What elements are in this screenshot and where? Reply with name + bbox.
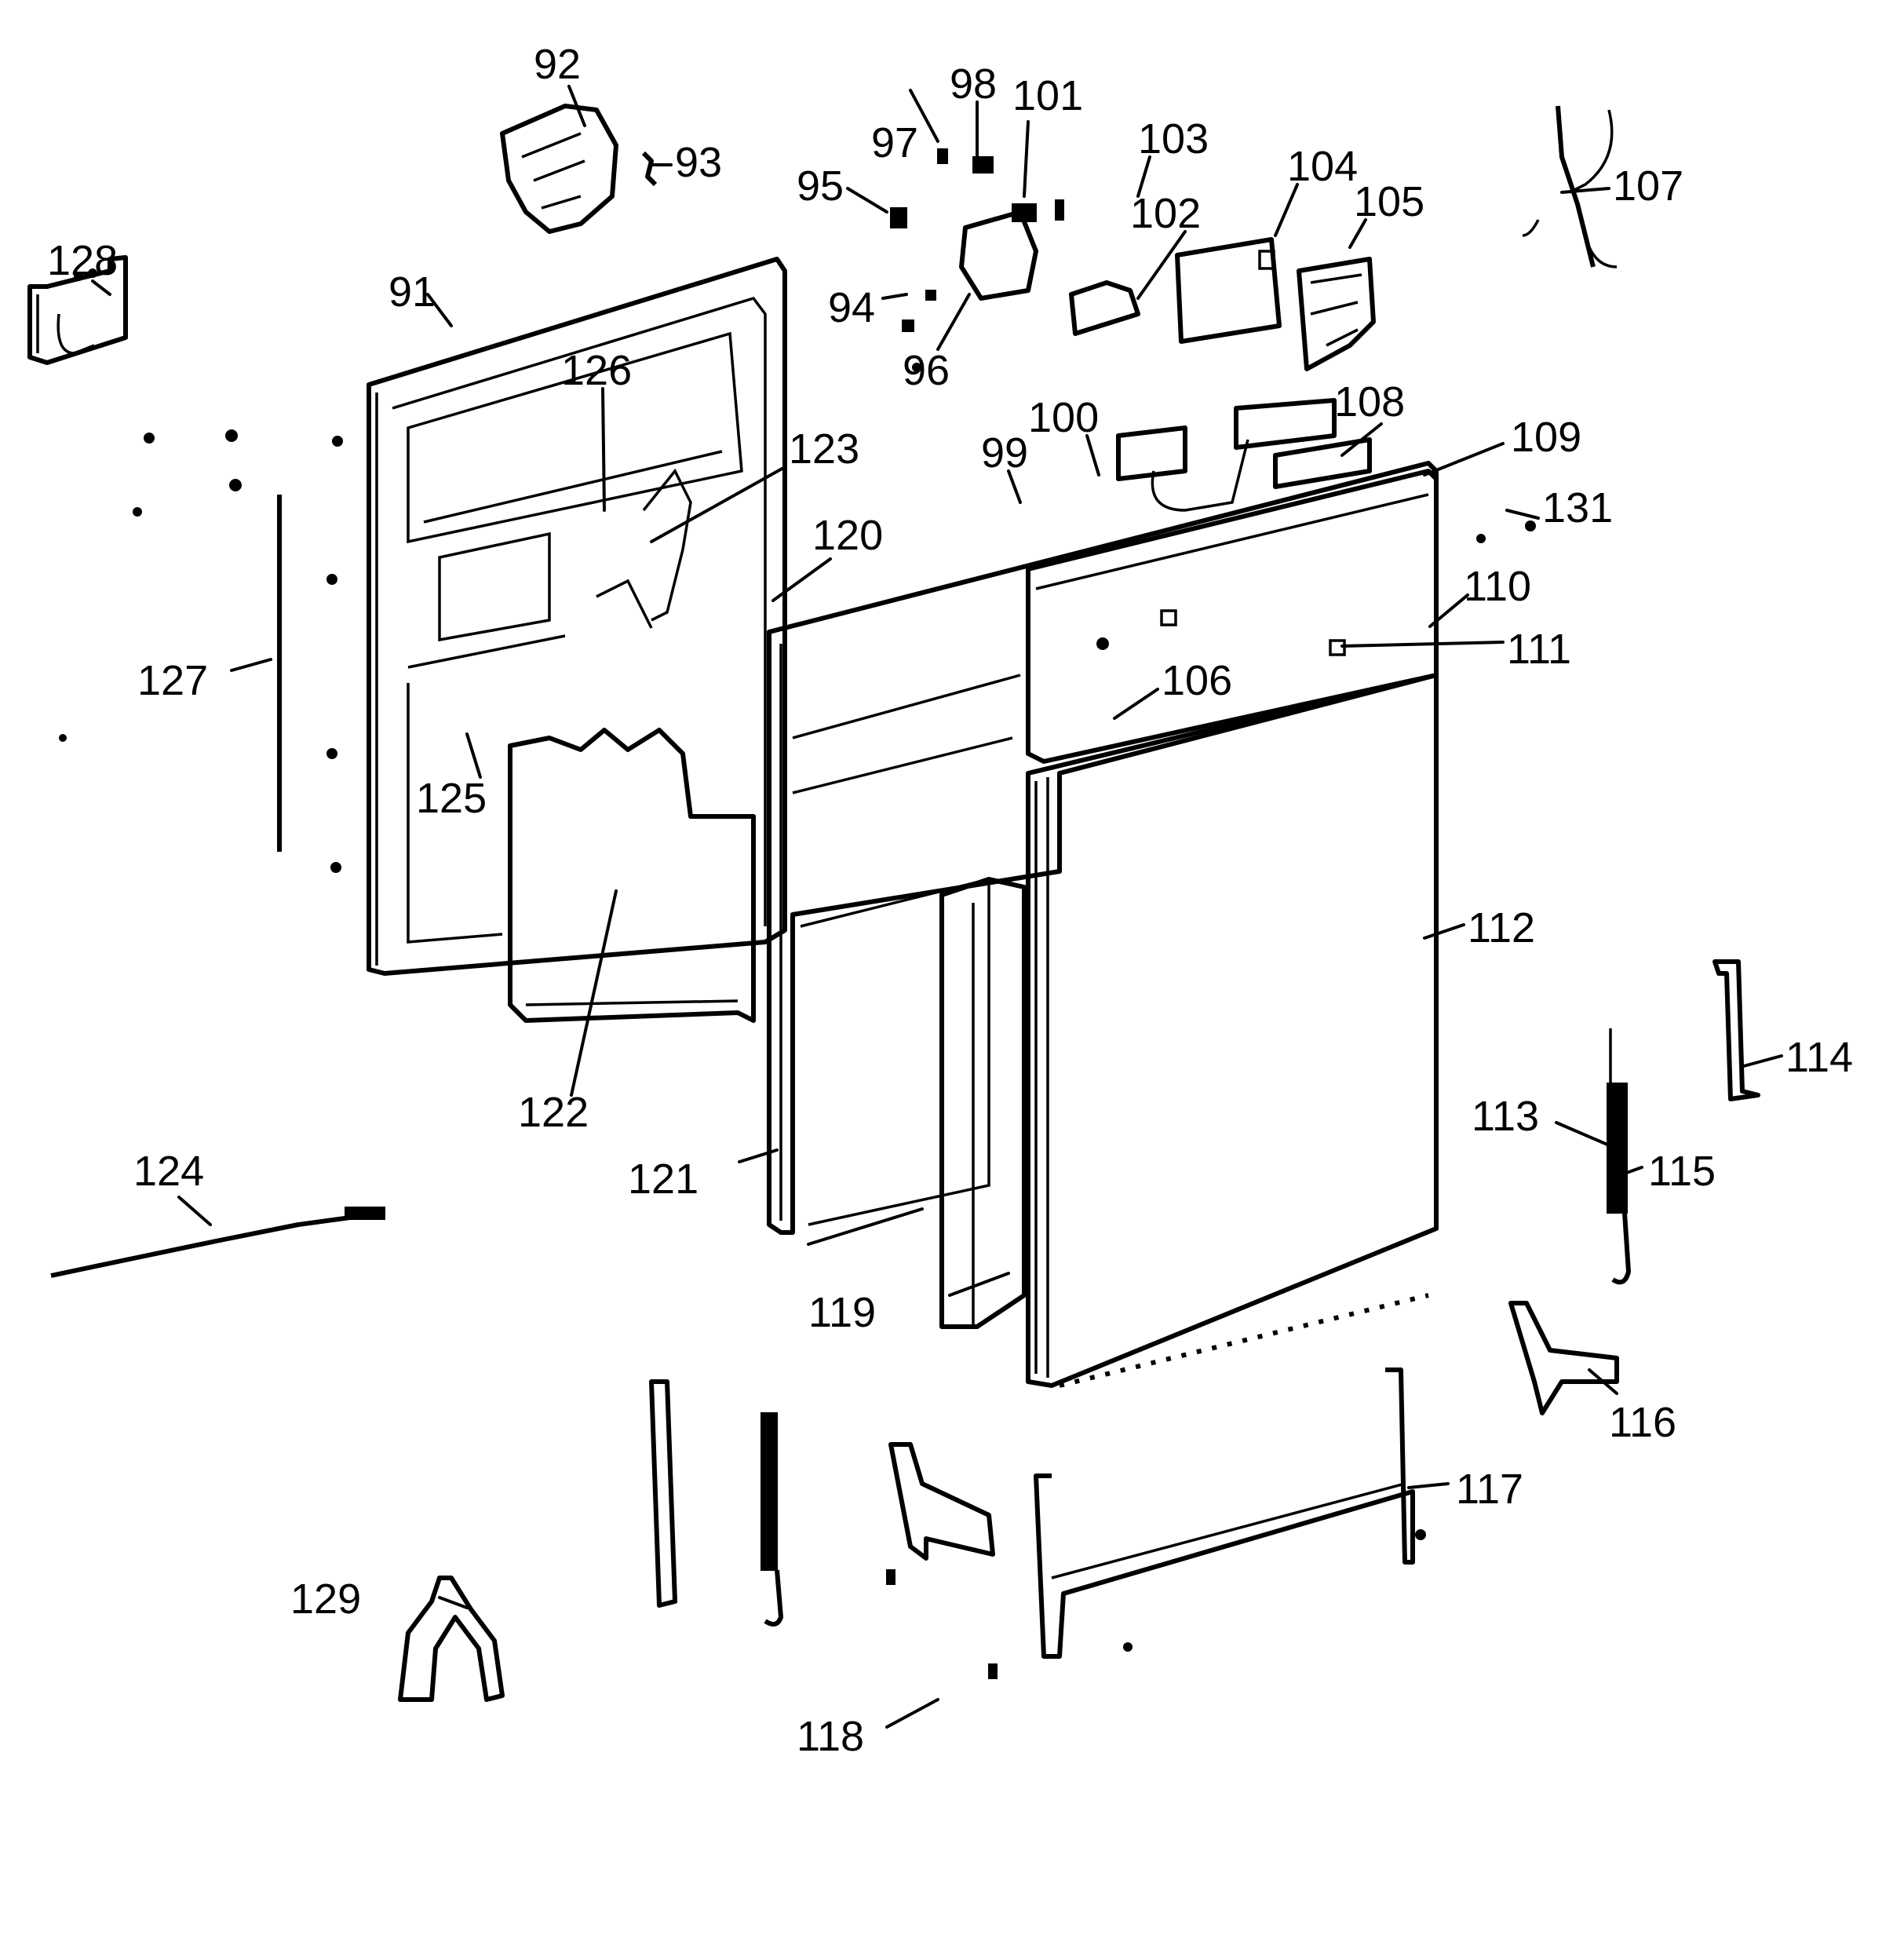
callout-94: 94 (828, 284, 875, 331)
callout-95: 95 (797, 162, 844, 210)
callout-107: 107 (1613, 162, 1683, 210)
callout-114: 114 (1785, 1034, 1853, 1081)
callout-99: 99 (981, 429, 1028, 477)
callout-105: 105 (1354, 178, 1424, 225)
part-116-hinge (1508, 1301, 1619, 1415)
part-124-strip (50, 1207, 385, 1278)
part-121-outer-panel (767, 461, 1439, 1235)
part-93-clip (641, 151, 658, 187)
callout-103: 103 (1138, 115, 1209, 162)
callout-123: 123 (789, 425, 859, 473)
callout-101: 101 (1012, 72, 1083, 119)
callout-112: 112 (1468, 904, 1535, 951)
callout-117: 117 (1456, 1466, 1523, 1513)
part-108-board (1116, 398, 1372, 512)
callout-93: 93 (675, 139, 722, 186)
part-122-dispenser (508, 728, 756, 1023)
part-129-clip (398, 1576, 505, 1702)
callout-104: 104 (1287, 143, 1358, 190)
callout-92: 92 (534, 41, 581, 88)
part-117-lower-bar (1034, 1368, 1415, 1659)
callout-109: 109 (1511, 414, 1581, 461)
part-128-control-module (27, 255, 128, 365)
callout-131: 131 (1542, 484, 1613, 531)
part-105-board (1297, 257, 1376, 371)
callout-121: 121 (628, 1156, 698, 1203)
part-119-channel (939, 877, 1027, 1329)
callout-110: 110 (1464, 563, 1531, 610)
leader-lines (91, 85, 1783, 1729)
callout-124: 124 (133, 1148, 204, 1195)
callout-97: 97 (871, 119, 918, 166)
callout-126: 126 (561, 347, 632, 394)
callout-129: 129 (290, 1576, 361, 1623)
part-92-assembly (500, 104, 618, 234)
callout-108: 108 (1334, 378, 1405, 425)
callout-122: 122 (518, 1089, 589, 1136)
callout-118: 118 (797, 1713, 864, 1760)
fastener-dots (59, 363, 1536, 1652)
callout-100: 100 (1028, 394, 1099, 441)
part-91-inner-door (367, 257, 787, 976)
callout-120: 120 (812, 512, 883, 559)
small-components-top (890, 148, 1140, 336)
callout-98: 98 (950, 60, 997, 108)
part-123-hose (596, 468, 692, 629)
callout-113: 113 (1472, 1093, 1539, 1140)
callout-115: 115 (1648, 1148, 1716, 1195)
callout-91: 91 (388, 268, 436, 316)
callout-106: 106 (1162, 657, 1232, 704)
callout-116: 116 (1609, 1399, 1676, 1446)
callout-128: 128 (47, 237, 118, 284)
callout-119: 119 (808, 1289, 876, 1336)
part-107-harness (1522, 105, 1618, 268)
callout-labels: 91 92 93 94 95 96 97 98 99 100 101 102 1… (47, 41, 1853, 1760)
part-104-board (1175, 237, 1282, 344)
callout-102: 102 (1130, 190, 1201, 237)
part-113-spring (1607, 1028, 1631, 1285)
part-114-bracket (1713, 959, 1760, 1101)
lower-left-parts (649, 1379, 998, 1679)
callout-127: 127 (137, 657, 208, 704)
part-112-door-panel (1026, 673, 1439, 1388)
callout-96: 96 (903, 347, 950, 394)
callout-125: 125 (416, 775, 487, 822)
callout-111: 111 (1507, 626, 1571, 673)
